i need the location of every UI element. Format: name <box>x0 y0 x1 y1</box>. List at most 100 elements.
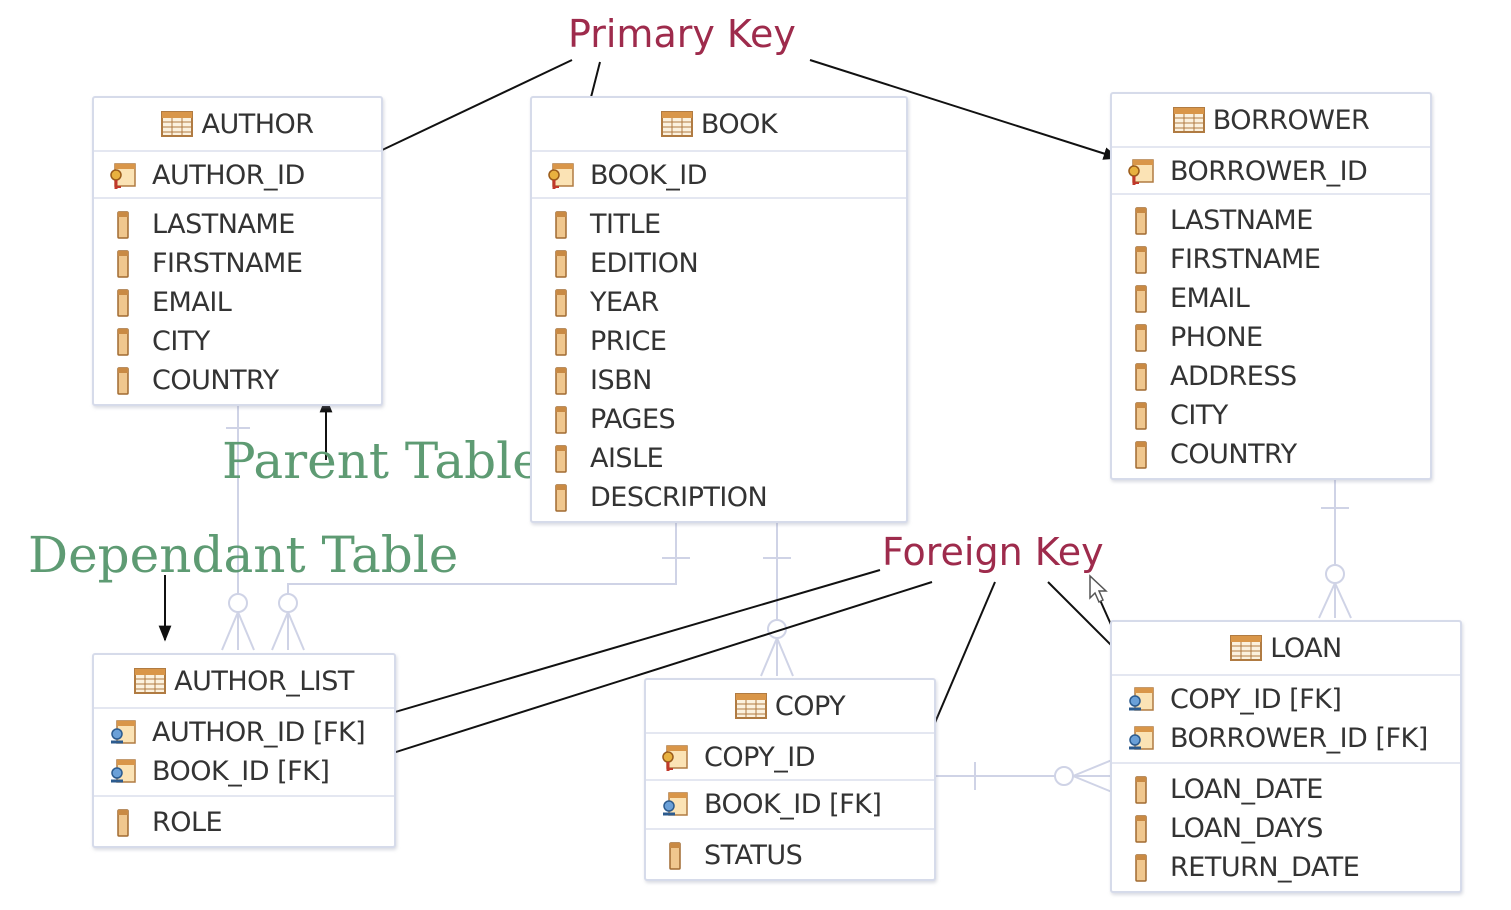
column-row[interactable]: COUNTRY <box>94 361 381 400</box>
column-name: LOAN_DATE <box>1170 774 1323 805</box>
column-name: BORROWER_ID <box>1170 156 1368 187</box>
entity-header[interactable]: BOOK <box>532 98 906 152</box>
column-row[interactable]: COUNTRY <box>1112 435 1430 474</box>
column-row[interactable]: FIRSTNAME <box>1112 240 1430 279</box>
parent-table-label: Parent Table <box>222 432 542 490</box>
columns-section: STATUS <box>646 830 934 879</box>
pk-column-row[interactable]: BOOK_ID <box>532 156 906 195</box>
entity-name: COPY <box>774 690 846 722</box>
column-icon <box>117 366 129 395</box>
primary-key-label: Primary Key <box>568 12 796 56</box>
entity-author-list[interactable]: AUTHOR_LIST AUTHOR_ID [FK] BOOK_ID [FK] ROL… <box>92 653 396 848</box>
column-name: DESCRIPTION <box>590 482 768 513</box>
foreign-key-section: BOOK_ID [FK] <box>646 781 934 830</box>
col-icon-slot <box>1112 853 1170 882</box>
column-name: PRICE <box>590 326 667 357</box>
column-row[interactable]: LASTNAME <box>94 205 381 244</box>
foreign-key-icon <box>1129 686 1154 711</box>
cursor-icon <box>1089 574 1108 604</box>
column-icon <box>1135 775 1147 804</box>
col-icon-slot <box>94 327 152 356</box>
column-name: AISLE <box>590 443 664 474</box>
entity-header[interactable]: COPY <box>646 680 934 734</box>
entity-borrower[interactable]: BORROWER BORROWER_ID LASTNAME FIRSTNAME EMAI… <box>1110 92 1432 480</box>
column-icon <box>117 808 129 837</box>
table-icon <box>660 111 693 137</box>
entity-header[interactable]: LOAN <box>1112 622 1460 676</box>
column-icon <box>555 327 567 356</box>
column-row[interactable]: LASTNAME <box>1112 201 1430 240</box>
pk-icon-slot <box>646 743 704 773</box>
table-icon <box>1172 107 1205 133</box>
column-name: PHONE <box>1170 322 1263 353</box>
column-name: BOOK_ID [FK] <box>152 756 330 787</box>
pk-column-row[interactable]: AUTHOR_ID <box>94 156 381 195</box>
column-row[interactable]: CITY <box>1112 396 1430 435</box>
column-row[interactable]: STATUS <box>646 836 934 875</box>
column-name: AUTHOR_ID <box>152 160 305 191</box>
primary-key-icon <box>662 744 688 771</box>
column-row[interactable]: LOAN_DATE <box>1112 770 1460 809</box>
fk-column-row[interactable]: BOOK_ID [FK] <box>646 785 934 824</box>
column-icon <box>1135 440 1147 469</box>
fk-column-row[interactable]: COPY_ID [FK] <box>1112 680 1460 719</box>
column-name: COUNTRY <box>152 365 279 396</box>
column-icon <box>1135 401 1147 430</box>
fk-column-row[interactable]: BOOK_ID [FK] <box>94 752 394 791</box>
table-icon <box>161 111 194 137</box>
foreign-key-section: COPY_ID [FK] BORROWER_ID [FK] <box>1112 676 1460 764</box>
column-name: ADDRESS <box>1170 361 1297 392</box>
column-row[interactable]: TITLE <box>532 205 906 244</box>
column-row[interactable]: AISLE <box>532 439 906 478</box>
table-icon <box>734 693 767 719</box>
fk-column-row[interactable]: BORROWER_ID [FK] <box>1112 719 1460 758</box>
fk-icon-slot <box>1112 724 1170 754</box>
column-row[interactable]: YEAR <box>532 283 906 322</box>
column-row[interactable]: LOAN_DAYS <box>1112 809 1460 848</box>
column-icon <box>555 483 567 512</box>
col-icon-slot <box>1112 814 1170 843</box>
fk-column-row[interactable]: AUTHOR_ID [FK] <box>94 713 394 752</box>
column-name: STATUS <box>704 840 803 871</box>
entity-header[interactable]: BORROWER <box>1112 94 1430 148</box>
column-row[interactable]: CITY <box>94 322 381 361</box>
column-row[interactable]: PAGES <box>532 400 906 439</box>
entity-copy[interactable]: COPY COPY_ID BOOK_ID [FK] STATUS <box>644 678 936 881</box>
arrow-pk-borrower <box>809 59 1120 160</box>
entity-header[interactable]: AUTHOR <box>94 98 381 152</box>
column-row[interactable]: PRICE <box>532 322 906 361</box>
column-row[interactable]: EDITION <box>532 244 906 283</box>
pk-column-row[interactable]: BORROWER_ID <box>1112 152 1430 191</box>
fk-icon-slot <box>646 790 704 820</box>
column-name: EMAIL <box>152 287 232 318</box>
column-row[interactable]: EMAIL <box>1112 279 1430 318</box>
column-row[interactable]: DESCRIPTION <box>532 478 906 517</box>
col-icon-slot <box>1112 284 1170 313</box>
column-row[interactable]: ROLE <box>94 803 394 842</box>
fk-icon-slot <box>1112 685 1170 715</box>
column-row[interactable]: EMAIL <box>94 283 381 322</box>
column-row[interactable]: ADDRESS <box>1112 357 1430 396</box>
column-row[interactable]: PHONE <box>1112 318 1430 357</box>
column-name: BOOK_ID [FK] <box>704 789 882 820</box>
column-row[interactable]: ISBN <box>532 361 906 400</box>
column-name: EMAIL <box>1170 283 1250 314</box>
column-row[interactable]: FIRSTNAME <box>94 244 381 283</box>
column-row[interactable]: RETURN_DATE <box>1112 848 1460 887</box>
column-name: ISBN <box>590 365 652 396</box>
entity-header[interactable]: AUTHOR_LIST <box>94 655 394 709</box>
entity-name: BOOK <box>700 108 778 140</box>
column-icon <box>117 288 129 317</box>
column-name: LASTNAME <box>1170 205 1313 236</box>
column-icon <box>669 841 681 870</box>
pk-column-row[interactable]: COPY_ID <box>646 738 934 777</box>
column-name: BORROWER_ID [FK] <box>1170 723 1428 754</box>
entity-loan[interactable]: LOAN COPY_ID [FK] BORROWER_ID [FK] LOAN_DAT… <box>1110 620 1462 893</box>
col-icon-slot <box>1112 323 1170 352</box>
column-icon <box>1135 853 1147 882</box>
dependant-table-label: Dependant Table <box>28 526 459 584</box>
